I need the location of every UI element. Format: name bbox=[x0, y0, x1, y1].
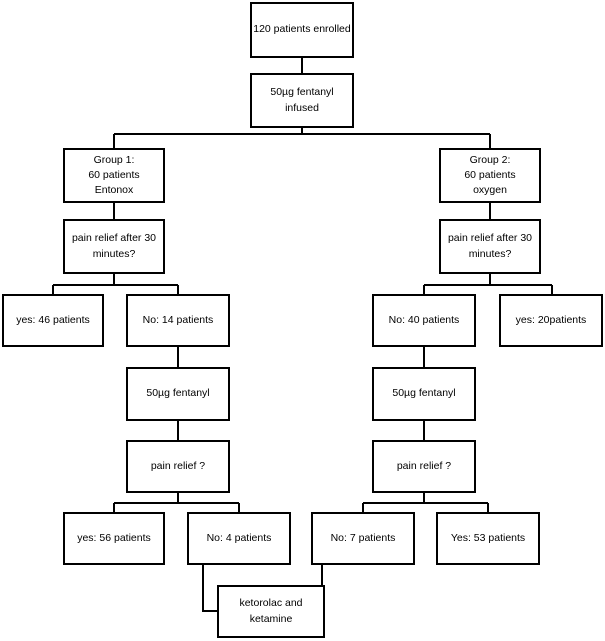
g1-pain-relief-box: pain relief ? bbox=[126, 440, 230, 493]
rescue-medication-box: ketorolac and ketamine bbox=[217, 585, 325, 638]
g1-pain-relief-label: pain relief ? bbox=[150, 459, 206, 472]
g1-no-label: No: 14 patients bbox=[142, 313, 214, 326]
group2-box: Group 2: 60 patients oxygen bbox=[439, 148, 541, 203]
g1-no-box: No: 14 patients bbox=[126, 294, 230, 347]
g2-fentanyl-label: 50µg fentanyl bbox=[392, 387, 456, 400]
g2-yes2-label: Yes: 53 patients bbox=[450, 531, 526, 544]
group2-label: Group 2: 60 patients oxygen bbox=[464, 153, 516, 197]
g2-no2-box: No: 7 patients bbox=[311, 512, 415, 565]
g1-yes2-label: yes: 56 patients bbox=[77, 531, 151, 544]
enrolled-label: 120 patients enrolled bbox=[253, 23, 351, 36]
g2-no-label: No: 40 patients bbox=[388, 313, 460, 326]
connector bbox=[202, 565, 218, 612]
g1-fentanyl-box: 50µg fentanyl bbox=[126, 367, 230, 421]
g2-no2-label: No: 7 patients bbox=[330, 531, 396, 544]
rescue-medication-label: ketorolac and ketamine bbox=[239, 597, 303, 625]
g1-yes2-box: yes: 56 patients bbox=[63, 512, 165, 565]
g1-fentanyl-label: 50µg fentanyl bbox=[146, 387, 210, 400]
g1-pain-relief-30-box: pain relief after 30 minutes? bbox=[63, 219, 165, 274]
g1-yes-box: yes: 46 patients bbox=[2, 294, 104, 347]
g1-no2-label: No: 4 patients bbox=[206, 531, 272, 544]
g2-pain-relief-box: pain relief ? bbox=[372, 440, 476, 493]
group1-label: Group 1: 60 patients Entonox bbox=[88, 153, 140, 197]
enrolled-box: 120 patients enrolled bbox=[250, 2, 354, 58]
g2-fentanyl-box: 50µg fentanyl bbox=[372, 367, 476, 421]
g2-pain-relief-label: pain relief ? bbox=[396, 459, 452, 472]
g2-pain-relief-30-label: pain relief after 30 minutes? bbox=[447, 232, 533, 260]
fentanyl-infused-box: 50µg fentanyl infused bbox=[250, 73, 354, 128]
g2-yes-box: yes: 20patients bbox=[499, 294, 603, 347]
g2-yes-label: yes: 20patients bbox=[515, 313, 587, 326]
g2-pain-relief-30-box: pain relief after 30 minutes? bbox=[439, 219, 541, 274]
g2-no-box: No: 40 patients bbox=[372, 294, 476, 347]
g1-yes-label: yes: 46 patients bbox=[16, 313, 90, 326]
group1-box: Group 1: 60 patients Entonox bbox=[63, 148, 165, 203]
g1-pain-relief-30-label: pain relief after 30 minutes? bbox=[71, 232, 157, 260]
g1-no2-box: No: 4 patients bbox=[187, 512, 291, 565]
fentanyl-infused-label: 50µg fentanyl infused bbox=[270, 86, 334, 114]
g2-yes2-box: Yes: 53 patients bbox=[436, 512, 540, 565]
